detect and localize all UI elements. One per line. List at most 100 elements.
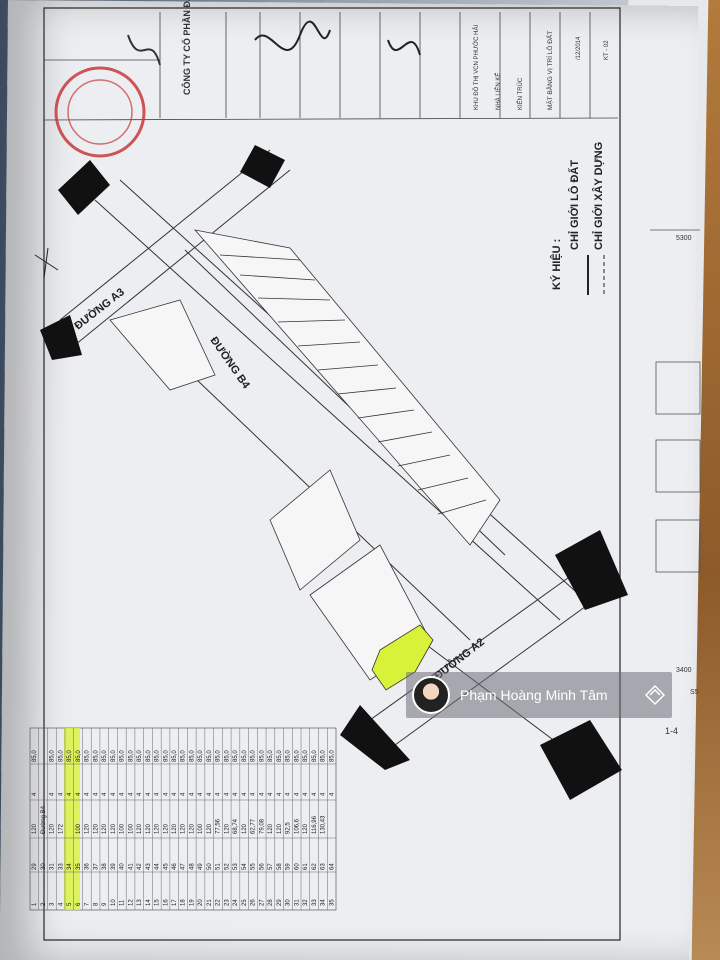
discipline-name: KIẾN TRÚC	[517, 77, 524, 110]
table-cell: 120	[207, 823, 213, 834]
table-cell: 4	[163, 792, 169, 796]
lot-table	[29, 727, 337, 911]
table-cell: 85,0	[111, 750, 117, 762]
table-cell: 14	[146, 899, 152, 906]
arrow-top	[240, 145, 285, 188]
table-cell: 38	[102, 863, 108, 870]
table-cell: 85,0	[277, 750, 283, 762]
table-cell: 29	[277, 899, 283, 906]
table-cell: 120	[277, 823, 283, 834]
table-cell: 53	[233, 863, 239, 870]
table-cell: 106,6	[294, 818, 300, 834]
table-cell: 25	[242, 899, 248, 906]
table-cell: 100	[128, 823, 134, 834]
table-grid	[30, 728, 336, 910]
table-cell: 13	[137, 899, 143, 906]
table-cell: 4	[294, 792, 300, 796]
road-arrows	[40, 145, 628, 800]
table-cell: 44	[155, 863, 161, 870]
table-cell: 4	[198, 792, 204, 796]
drawing-number: KT - 02	[604, 40, 610, 60]
table-cell: 36	[85, 863, 91, 870]
table-cell: 11	[120, 899, 126, 906]
table-cell: 85,0	[207, 750, 213, 762]
table-cell: 1	[32, 902, 38, 906]
table-cell: 4	[58, 792, 64, 796]
table-cell: 16	[163, 899, 169, 906]
signature-1	[254, 20, 331, 51]
table-cell: 85,0	[216, 750, 222, 762]
table-cell: 27	[259, 899, 265, 906]
item-name: NHÀ LIÊN KẾ	[494, 73, 502, 110]
table-cell: 85,0	[251, 750, 257, 762]
table-cell: 85,0	[303, 750, 309, 762]
table-cell: 4	[286, 792, 292, 796]
table-cell: 24	[233, 899, 239, 906]
table-cell: 35	[329, 899, 335, 906]
table-cell: 85,0	[85, 750, 91, 762]
table-cell: 120	[111, 823, 117, 834]
table-cell: 32	[303, 899, 309, 906]
table-cell: 33	[58, 863, 64, 870]
table-cell: 4	[172, 792, 178, 796]
table-cell: 120	[155, 823, 161, 834]
table-cell: 85,0	[137, 750, 143, 762]
table-cell: 92,5	[286, 822, 292, 834]
table-cell: 64	[329, 863, 335, 870]
arrow-left	[40, 315, 82, 360]
avatar	[412, 676, 450, 714]
table-cell: 54	[242, 863, 248, 870]
table-cell: 2	[41, 902, 47, 906]
signature-2	[387, 39, 421, 56]
table-cell: 9	[102, 902, 108, 906]
table-cell: 120	[224, 823, 230, 834]
table-cell: 35	[76, 863, 82, 870]
table-cell: 172	[58, 823, 64, 834]
arrow-right	[555, 530, 628, 610]
table-cell: Đường B4	[41, 805, 47, 834]
arrow-bottom-right	[540, 720, 622, 800]
project-name: KHU ĐÔ THỊ VCN PHƯỚC HẢI	[473, 25, 480, 110]
table-cell: 120	[163, 823, 169, 834]
table-cell: 57	[268, 863, 274, 870]
table-cell: 58	[277, 863, 283, 870]
table-cell: 55	[251, 863, 257, 870]
table-cell: 34	[67, 863, 73, 870]
road-b4-edge-1	[94, 199, 561, 621]
table-cell: 62	[312, 863, 318, 870]
title-block	[43, 12, 619, 121]
table-cell: 4	[268, 792, 274, 796]
table-cell: 120	[102, 823, 108, 834]
table-cell: 4	[128, 792, 134, 796]
table-cell: 18	[181, 899, 187, 906]
table-cell: 4	[58, 902, 64, 906]
table-cell: 68,74	[233, 818, 239, 834]
table-cell: 4	[321, 792, 327, 796]
table-cell: 4	[312, 792, 318, 796]
legend: KÝ HIỆU : CHỈ GIỚI LÔ ĐẤT CHỈ GIỚI XÂY D…	[550, 142, 605, 295]
table-cell: 85,0	[259, 750, 265, 762]
road-b4-label: ĐƯỜNG B4	[208, 334, 254, 391]
table-cell: 120	[189, 823, 195, 834]
table-cell: 10	[111, 899, 117, 906]
table-cell: 41	[128, 863, 134, 870]
table-cell: 85,0	[268, 750, 274, 762]
table-cell: 85,0	[242, 750, 248, 762]
arrow-bottom	[340, 705, 410, 770]
table-cell: 85,0	[286, 750, 292, 762]
table-cell: 4	[207, 792, 213, 796]
signature-3	[127, 34, 161, 66]
table-cell: 85,0	[128, 750, 134, 762]
table-cell: 120	[85, 823, 91, 834]
legend-title: KÝ HIỆU :	[550, 239, 563, 290]
table-cell: 120	[303, 823, 309, 834]
table-cell: 85,0	[181, 750, 187, 762]
table-cell: 22	[216, 899, 222, 906]
side-label-3400: 3400	[676, 667, 692, 674]
table-cell: 4	[259, 792, 265, 796]
drawing-name: MẶT BẰNG VỊ TRÍ LÔ ĐẤT	[544, 31, 554, 110]
roads	[59, 149, 616, 761]
table-cell: 4	[233, 792, 239, 796]
